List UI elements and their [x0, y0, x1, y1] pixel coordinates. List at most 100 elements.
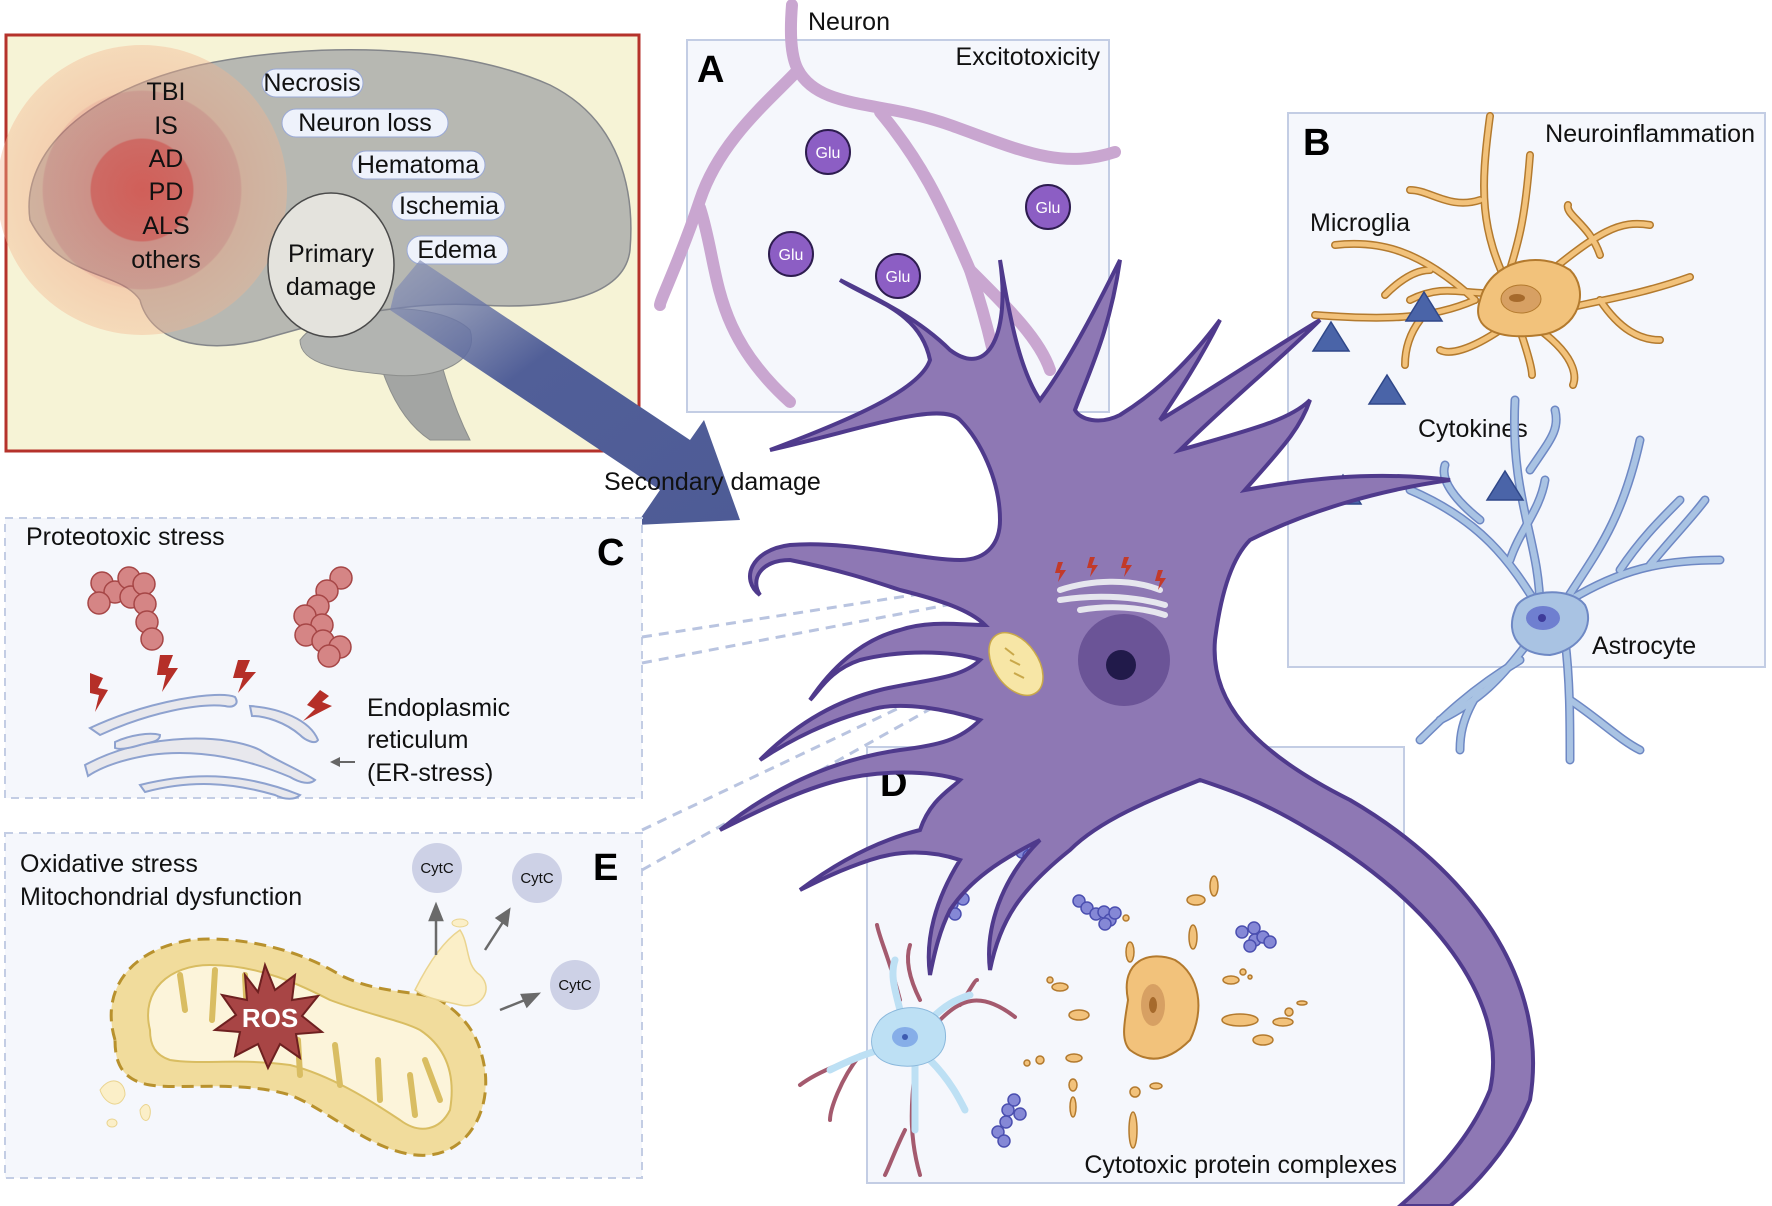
panel-c-title: Proteotoxic stress: [26, 523, 225, 551]
tag-pill: [261, 68, 364, 98]
disease-list: TBI IS AD PD ALS others: [131, 78, 200, 274]
d-microglia-damaged: [1023, 875, 1308, 1149]
er-label-1: Endoplasmic: [367, 694, 510, 722]
cytc-circle: [412, 843, 462, 893]
glu-circle: [1025, 184, 1071, 230]
disease-item: TBI: [147, 78, 186, 106]
panel-a: A Excitotoxicity Neuron Glu Glu Glu Glu: [654, 0, 1121, 413]
protein-cluster: [991, 1093, 1027, 1148]
cytokine-icon: [1367, 373, 1407, 405]
cytokine-icon: [1404, 290, 1444, 322]
lightning-bolt-icon: [1121, 557, 1132, 577]
neuron-er: [1057, 578, 1168, 618]
cytochrome-c-release: CytC CytC CytC: [412, 843, 600, 1012]
lightning-bolt-icon: [1155, 570, 1166, 590]
astrocyte-nucleolus: [1538, 614, 1546, 622]
d-microglia-nucleolus: [1149, 997, 1157, 1013]
secondary-damage-arrow: [390, 260, 740, 525]
mitochondrial-leakage: [414, 928, 487, 1007]
glu-label: Glu: [886, 269, 911, 286]
tag-ischemia: Ischemia: [399, 192, 499, 220]
tag-edema: Edema: [417, 236, 496, 264]
disease-item: others: [131, 246, 200, 274]
astrocyte-label: Astrocyte: [1592, 632, 1696, 660]
glu-label: Glu: [779, 247, 804, 264]
leak-droplet: [106, 1118, 118, 1128]
panel-d-title: Cytotoxic protein complexes: [1084, 1151, 1397, 1179]
d-astrocyte: [798, 923, 1017, 1177]
disease-item: ALS: [142, 212, 189, 240]
glu-molecules: Glu Glu Glu Glu: [768, 129, 1071, 299]
glu-label: Glu: [1036, 200, 1061, 217]
release-arrowhead: [428, 901, 444, 922]
tag-neuron-loss: Neuron loss: [298, 109, 431, 137]
neuron-mitochondrion: [988, 631, 1044, 697]
panel-c-letter: C: [597, 532, 624, 574]
tag-pill: [351, 150, 486, 180]
er-pointer-arrowhead: [330, 757, 340, 767]
stress-bolts: [90, 655, 332, 721]
astrocyte-cell: [1405, 395, 1725, 765]
glu-label: Glu: [816, 145, 841, 162]
cytc-circle: [550, 960, 600, 1010]
tag-pill: [391, 191, 506, 221]
primary-damage-box: TBI IS AD PD ALS others Necrosis Neuron …: [0, 33, 641, 453]
protein-cluster: [1072, 894, 1122, 931]
neuron-label: Neuron: [808, 8, 890, 36]
primary-damage-label-2: damage: [286, 273, 376, 301]
lightning-bolt-icon: [1055, 562, 1066, 582]
primary-damage-label-1: Primary: [288, 240, 375, 268]
cytc-label: CytC: [420, 860, 454, 877]
secondary-damage-label: Secondary damage: [604, 468, 821, 496]
primary-damage-circle: [267, 192, 395, 338]
ros-burst-icon: [212, 961, 325, 1071]
tag-hematoma: Hematoma: [357, 151, 479, 179]
panel-b-letter: B: [1303, 122, 1330, 164]
lightning-bolt-icon: [90, 673, 108, 712]
release-arrow: [483, 921, 505, 951]
cytokines-label: Cytokines: [1418, 415, 1528, 443]
microglia-label: Microglia: [1310, 209, 1410, 237]
d-astrocyte-nucleolus: [902, 1034, 908, 1040]
cytokine-icon: [1485, 469, 1525, 501]
ros-label: ROS: [242, 1003, 298, 1033]
disease-item: PD: [149, 178, 184, 206]
release-arrowhead: [520, 992, 542, 1009]
central-neuron: [718, 259, 1536, 1206]
microglia-nucleolus: [1509, 294, 1525, 302]
arrow-shape: [390, 260, 740, 525]
neuron-body: [718, 259, 1536, 1206]
tag-pill: [281, 108, 449, 138]
damage-tags: Necrosis Neuron loss Hematoma Ischemia E…: [261, 68, 509, 265]
protein-aggregate: [87, 566, 164, 651]
panel-e-letter: E: [593, 847, 618, 889]
disease-item: IS: [154, 112, 178, 140]
tag-pill: [406, 235, 509, 265]
protein-cluster: [1235, 921, 1277, 953]
damaged-mitochondrion: ROS: [99, 918, 488, 1157]
panel-b-title: Neuroinflammation: [1545, 120, 1755, 148]
lightning-bolt-icon: [303, 690, 332, 721]
glu-circle: [875, 253, 921, 299]
cytokine-icon: [1311, 320, 1351, 352]
panel-a-letter: A: [697, 49, 724, 91]
injury-glow: [0, 45, 287, 335]
neuron-er-bolts: [1055, 557, 1166, 590]
protein-aggregate: [293, 566, 353, 668]
er-label-3: (ER-stress): [367, 759, 493, 787]
glu-circle: [805, 129, 851, 175]
cytc-label: CytC: [520, 870, 554, 887]
er-label-2: reticulum: [367, 726, 468, 754]
leak-droplet: [139, 1104, 151, 1121]
disease-item: AD: [149, 145, 184, 173]
panel-e-title-1: Oxidative stress: [20, 850, 198, 878]
glu-circle: [768, 231, 814, 277]
cytc-label: CytC: [558, 977, 592, 994]
misfolded-protein-aggregates: [87, 566, 353, 668]
endoplasmic-reticulum: [83, 693, 320, 800]
lightning-bolt-icon: [233, 660, 256, 693]
panel-e: Oxidative stress Mitochondrial dysfuncti…: [4, 832, 643, 1179]
lightning-bolt-icon: [157, 655, 178, 692]
panel-e-title-2: Mitochondrial dysfunction: [20, 883, 302, 911]
neuron-nucleolus: [1106, 650, 1136, 680]
